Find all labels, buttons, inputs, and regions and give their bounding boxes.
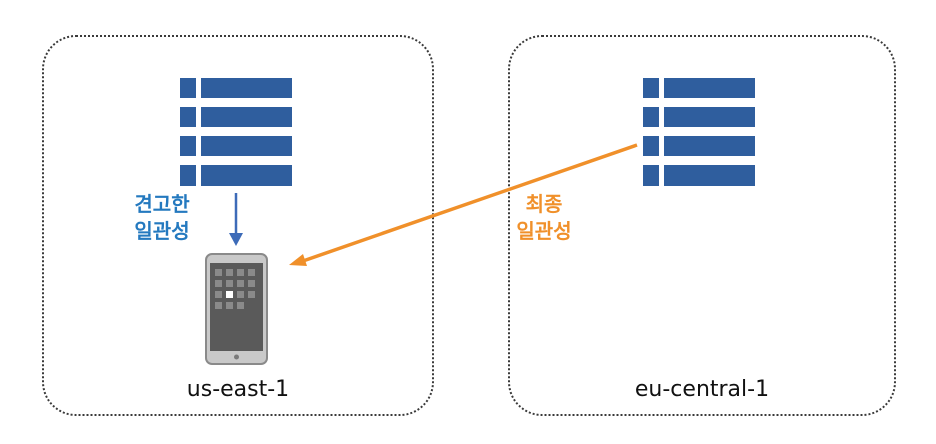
region-label: us-east-1 — [186, 377, 290, 402]
strong-read-arrow-icon — [229, 193, 243, 246]
region-eu-central-1: eu-central-1 — [508, 35, 896, 416]
region-us-east-1: us-east-1 — [42, 35, 434, 416]
strong-consistency-label: 견고한 일관성 — [122, 191, 202, 245]
tablet-icon — [205, 253, 268, 365]
strong-consistency-line-1: 견고한 — [134, 192, 190, 216]
eventual-consistency-line-1: 최종 — [525, 192, 563, 216]
eventual-consistency-label: 최종 일관성 — [504, 191, 584, 245]
region-label: eu-central-1 — [634, 377, 770, 402]
eventual-read-arrow-icon — [289, 143, 638, 266]
eventual-consistency-line-2: 일관성 — [516, 219, 572, 243]
table-icon — [643, 78, 755, 186]
strong-consistency-line-2: 일관성 — [134, 219, 190, 243]
table-icon — [180, 78, 292, 186]
